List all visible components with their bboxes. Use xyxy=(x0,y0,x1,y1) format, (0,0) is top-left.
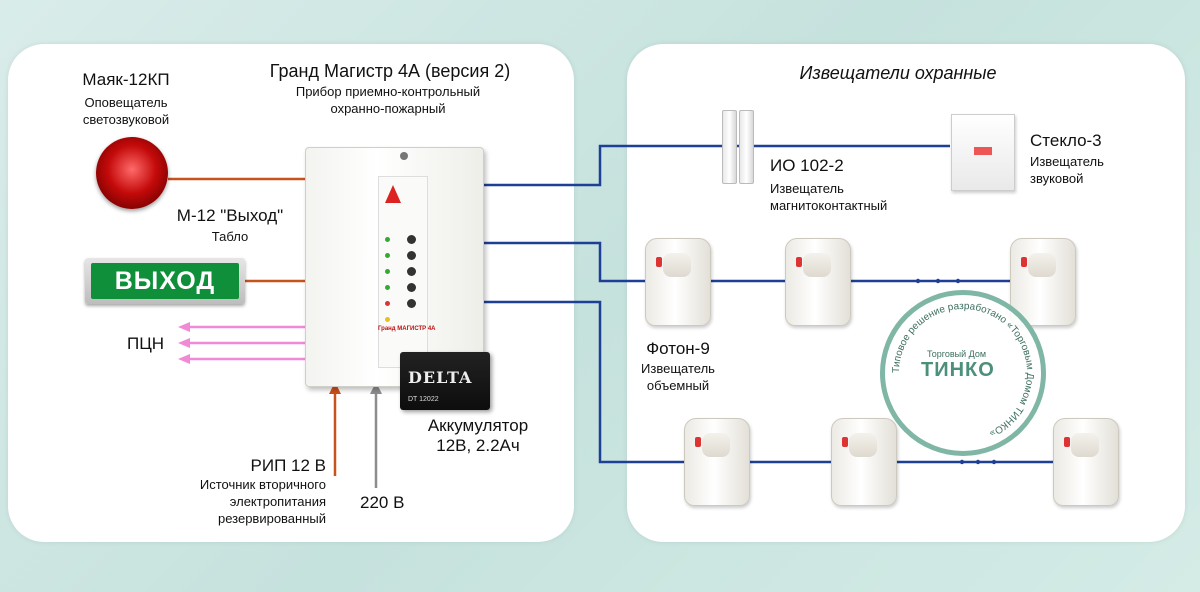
battery-name: Аккумулятор xyxy=(427,416,529,435)
magnet-contact-icon xyxy=(722,110,737,184)
key-button[interactable] xyxy=(407,283,416,292)
magnetic-name: ИО 102-2 xyxy=(770,156,844,175)
rip-desc-2: электропитания xyxy=(229,494,326,509)
seal-ring: Типовое решение разработано «Торговым До… xyxy=(891,301,1035,439)
foton-desc-1: Извещатель xyxy=(641,361,715,376)
pir-detector-icon xyxy=(1010,238,1076,326)
rip-name: РИП 12 В xyxy=(250,456,326,475)
key-button[interactable] xyxy=(407,235,416,244)
magnetic-desc-1: Извещатель xyxy=(770,181,844,196)
controller-subtitle-1: Прибор приемно-контрольный xyxy=(295,84,481,99)
pcn-label: ПЦН xyxy=(127,334,165,353)
arrow-rip xyxy=(329,382,341,394)
pir-detector-icon xyxy=(1053,418,1119,506)
exit-name: М-12 "Выход" xyxy=(176,206,284,225)
pir-detector-icon xyxy=(831,418,897,506)
glass-desc-2: звуковой xyxy=(1030,171,1084,186)
key-button[interactable] xyxy=(407,299,416,308)
exit-desc: Табло xyxy=(211,229,249,244)
glass-desc-1: Извещатель xyxy=(1030,154,1104,169)
controller-subtitle-2: охранно-пожарный xyxy=(330,101,446,116)
key-button[interactable] xyxy=(407,251,416,260)
controller-title: Гранд Магистр 4А (версия 2) xyxy=(269,61,511,81)
seal-company-small: Торговый Дом xyxy=(927,349,987,359)
loop-1 xyxy=(482,144,950,187)
beacon-desc-2: светозвуковой xyxy=(82,112,170,127)
battery-icon: DELTA DT 12022 xyxy=(400,352,490,410)
beacon-name: Маяк-12КП xyxy=(82,70,170,89)
loop-3 xyxy=(482,300,1055,464)
controller-device: Гранд МАГИСТР 4А xyxy=(305,147,484,387)
magnet-contact-icon xyxy=(739,110,754,184)
company-seal: Типовое решение разработано «Торговым До… xyxy=(880,290,1046,456)
beacon-icon xyxy=(96,137,168,209)
glass-name: Стекло-3 xyxy=(1030,131,1102,150)
screw-icon xyxy=(400,152,408,160)
foton-name: Фотон-9 xyxy=(646,339,710,358)
loop-2 xyxy=(482,241,1010,283)
brand-logo-icon xyxy=(385,185,401,203)
glass-detector-icon xyxy=(951,114,1015,191)
foton-desc-2: объемный xyxy=(646,378,710,393)
mains-label: 220 В xyxy=(360,493,405,512)
pir-detector-icon xyxy=(684,418,750,506)
rip-desc-3: резервированный xyxy=(217,511,326,526)
arrow-220 xyxy=(370,382,382,394)
beacon-desc-1: Оповещатель xyxy=(84,95,168,110)
key-button[interactable] xyxy=(407,267,416,276)
exit-sign-text: ВЫХОД xyxy=(91,263,239,299)
exit-sign: ВЫХОД xyxy=(85,258,245,304)
controller-brand: Гранд МАГИСТР 4А xyxy=(378,326,436,332)
rip-desc-1: Источник вторичного xyxy=(199,477,326,492)
battery-model: DT 12022 xyxy=(408,396,439,403)
right-panel-title: Извещатели охранные xyxy=(799,63,997,83)
battery-spec: 12В, 2.2Ач xyxy=(436,436,520,455)
pir-detector-icon xyxy=(645,238,711,326)
battery-logo: DELTA xyxy=(408,368,473,387)
magnetic-desc-2: магнитоконтактный xyxy=(770,198,888,213)
pir-detector-icon xyxy=(785,238,851,326)
seal-company-big: ТИНКО xyxy=(921,359,995,381)
controller-face xyxy=(378,176,428,368)
